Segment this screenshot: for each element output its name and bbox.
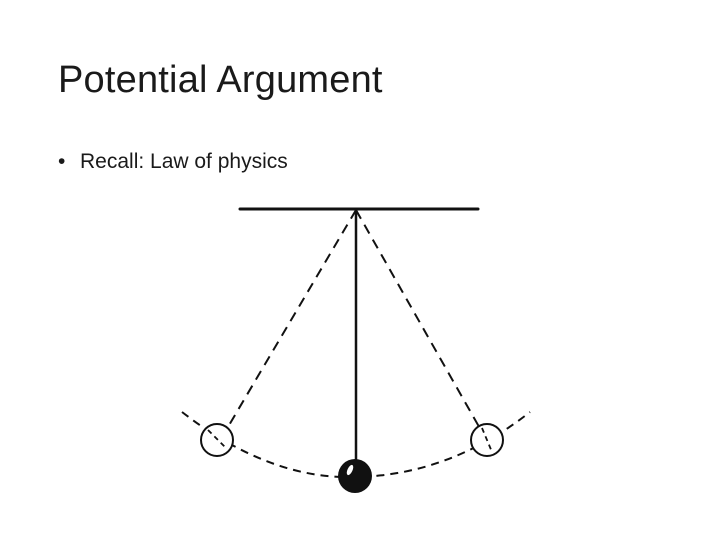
bullet-text: Recall: Law of physics [80, 150, 288, 173]
pendulum-string-right [355, 209, 483, 433]
bullet-marker: • [58, 150, 66, 173]
pendulum-bob-right [470, 423, 504, 457]
bullet-list: • Recall: Law of physics [58, 147, 288, 177]
pendulum-bob-left [200, 423, 234, 457]
slide-title: Potential Argument [58, 59, 383, 101]
pendulum-string-left [224, 209, 357, 433]
bullet-item: • Recall: Law of physics [58, 147, 288, 177]
pendulum-diagram [181, 207, 531, 493]
pendulum-bob-center [338, 459, 372, 493]
